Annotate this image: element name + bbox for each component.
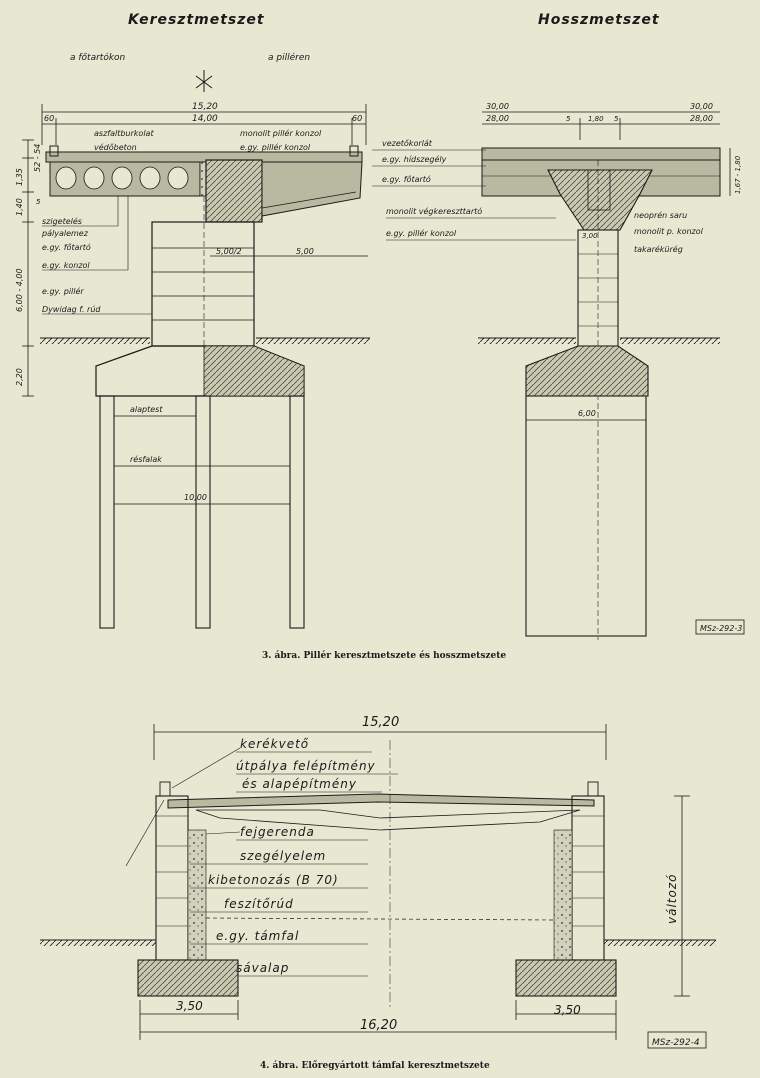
pier-shaft: 5,00/2 5,00 xyxy=(151,196,368,347)
label-strip-footing: sávalap xyxy=(236,961,289,975)
dim-r-left: 30,00 xyxy=(486,102,509,111)
dim-fig4-right: 3,50 xyxy=(554,1003,581,1017)
label-guardrail: vezetőkorlát xyxy=(382,139,433,148)
label-concrete-fill: kibetonozás (B 70) xyxy=(208,873,339,887)
dim-half-width: 5,00/2 xyxy=(216,247,242,256)
title-cross-section: Keresztmetszet xyxy=(128,12,265,28)
title-longitudinal-section: Hosszmetszet xyxy=(538,12,660,28)
label-asphalt: aszfaltburkolat xyxy=(94,129,154,138)
foundation: alaptest résfalak 10,00 xyxy=(40,337,370,629)
dim-v-1: 52 - 54 xyxy=(33,144,42,172)
label-neoprene-bearing: neoprén saru xyxy=(634,210,687,220)
dim-r-right2: 28,00 xyxy=(690,114,713,123)
dim-v-6: 2,20 xyxy=(15,368,24,386)
stamp-fig3: MSz-292-3 xyxy=(700,624,742,633)
dim-r-left2: 28,00 xyxy=(486,114,509,123)
dim-r-c1: 5 xyxy=(566,115,571,123)
dim-fig4-bottom: 16,20 xyxy=(360,1018,397,1033)
dim-edge-left: 60 xyxy=(44,114,54,123)
label-pier-console-r: e.gy. pillér konzol xyxy=(386,228,457,238)
label-monolithic-console: monolit p. konzol xyxy=(634,227,704,236)
left-vertical-dimensions: 52 - 54 1,35 1,40 5 6,00 - 4,00 2,20 xyxy=(15,139,42,397)
dim-r-c3: 5 xyxy=(614,115,619,123)
labels-left: aszfaltburkolat védőbeton szigetelés pál… xyxy=(41,129,154,315)
dim-base-width: 10,00 xyxy=(184,493,207,502)
dim-r-vertical: 1,67 - 1,80 xyxy=(734,155,742,194)
caption-fig4: 4. ábra. Előregyártott támfal keresztmet… xyxy=(260,1060,490,1071)
dim-total-width: 15,20 xyxy=(192,102,218,112)
label-bridge-edge: e.gy. hídszegély xyxy=(382,154,447,164)
label-pier: e.gy. pillér xyxy=(42,286,84,296)
label-edge-element: szegélyelem xyxy=(240,849,326,863)
dim-v-4: 5 xyxy=(36,198,41,206)
label-curb: kerékvető xyxy=(240,737,309,751)
label-variable-height: változó xyxy=(665,874,679,924)
dim-v-3: 1,40 xyxy=(15,198,24,216)
dim-r-c2: 1,80 xyxy=(588,115,604,123)
label-insulation: szigetelés xyxy=(42,216,82,226)
label-monolithic-pier-console: monolit pillér konzol xyxy=(240,128,322,138)
label-console: e.gy. konzol xyxy=(42,261,90,270)
label-head-beam: fejgerenda xyxy=(240,825,315,839)
stamp-fig4: MSz-292-4 xyxy=(652,1038,700,1048)
left-retaining-wall xyxy=(137,781,239,997)
dim-r-right: 30,00 xyxy=(690,102,713,111)
right-retaining-wall xyxy=(515,781,617,997)
label-precast-pier-console: e.gy. pillér konzol xyxy=(240,142,311,152)
label-protective-concrete: védőbeton xyxy=(94,142,137,152)
longitudinal-section: 30,00 28,00 30,00 28,00 5 1,80 5 1,67 - … xyxy=(478,102,742,640)
subtitle-pier: a pilléren xyxy=(268,52,310,63)
deck-cross-section xyxy=(45,145,363,223)
dim-v-2: 1,35 xyxy=(15,168,24,186)
dim-r-base: 6,00 xyxy=(578,409,596,418)
dim-fig4-top: 15,20 xyxy=(362,715,399,730)
label-end-crossbeam: monolit végkereszttartó xyxy=(386,206,482,216)
axis-symbol-icon xyxy=(195,70,213,92)
label-dywidag-rod: Dywidag f. rúd xyxy=(42,305,101,314)
label-precast-wall: e.gy. támfal xyxy=(216,929,299,943)
dim-v-5: 6,00 - 4,00 xyxy=(15,268,24,312)
label-tie-rod: feszítőrúd xyxy=(224,897,294,911)
label-foundation-block: alaptest xyxy=(130,405,163,414)
label-substructure: és alapépítmény xyxy=(242,777,357,791)
dim-five: 5,00 xyxy=(296,247,314,256)
dim-inner-width: 14,00 xyxy=(192,114,218,124)
label-saving-cavity: takarékürég xyxy=(634,244,683,254)
figure-3: Keresztmetszet Hosszmetszet a főtartókon… xyxy=(15,12,745,661)
labels-mid: monolit pillér konzol e.gy. pillér konzo… xyxy=(240,128,322,152)
label-diaphragm-walls: résfalak xyxy=(130,454,162,464)
label-deck-slab: pályalemez xyxy=(41,229,89,238)
labels-right: vezetőkorlát e.gy. hídszegély e.gy. főta… xyxy=(372,139,704,254)
dim-edge-right: 60 xyxy=(352,114,362,123)
top-dimensions: 15,20 14,00 60 60 xyxy=(41,102,367,145)
dim-fig4-left: 3,50 xyxy=(176,999,203,1013)
label-main-girder-r: e.gy. főtartó xyxy=(382,174,431,184)
subtitle-main-girders: a főtartókon xyxy=(70,52,126,63)
caption-fig3: 3. ábra. Pillér keresztmetszete és hossz… xyxy=(262,650,506,661)
label-main-girder: e.gy. főtartó xyxy=(42,242,91,252)
figure-4: 15,20 xyxy=(40,715,716,1071)
label-road-superstructure: útpálya felépítmény xyxy=(236,759,376,773)
dim-r-mid: 3,00 xyxy=(582,232,598,240)
